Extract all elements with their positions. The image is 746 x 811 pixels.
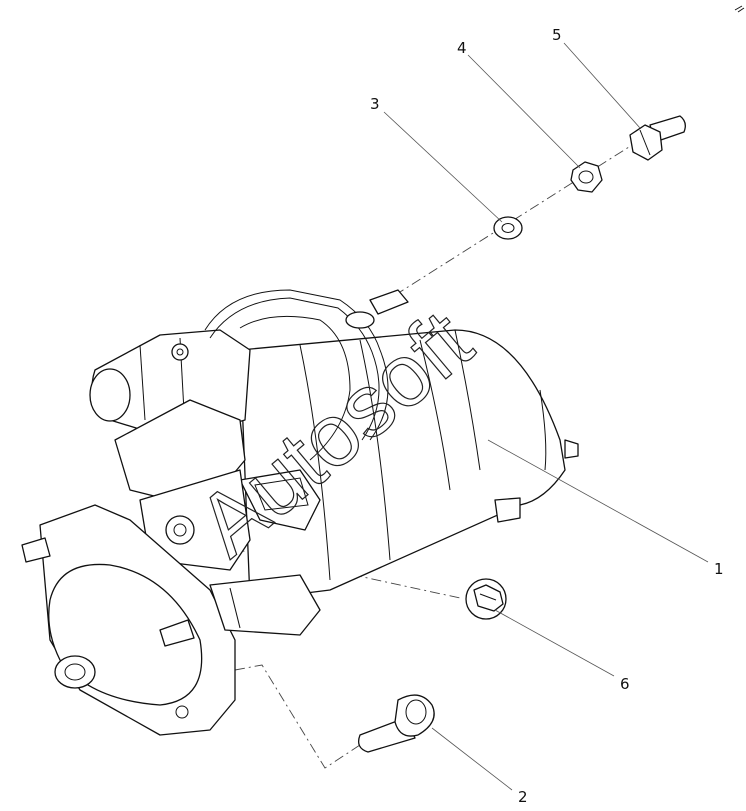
corner-mark [734, 5, 745, 13]
bolt-part-5 [629, 115, 686, 161]
callout-4: 4 [457, 39, 467, 57]
washer-part [493, 216, 523, 240]
callout-6: 6 [620, 675, 630, 693]
starter-motor [21, 289, 579, 736]
callout-labels: 1 2 3 4 5 6 [370, 26, 724, 806]
leader-lines [383, 42, 709, 791]
callout-1: 1 [714, 560, 724, 578]
bolt-part-2 [357, 694, 435, 753]
callout-3: 3 [370, 95, 380, 113]
callout-2: 2 [518, 788, 528, 806]
nut-part [570, 161, 603, 193]
clip-part [465, 578, 507, 620]
callout-5: 5 [552, 26, 562, 44]
